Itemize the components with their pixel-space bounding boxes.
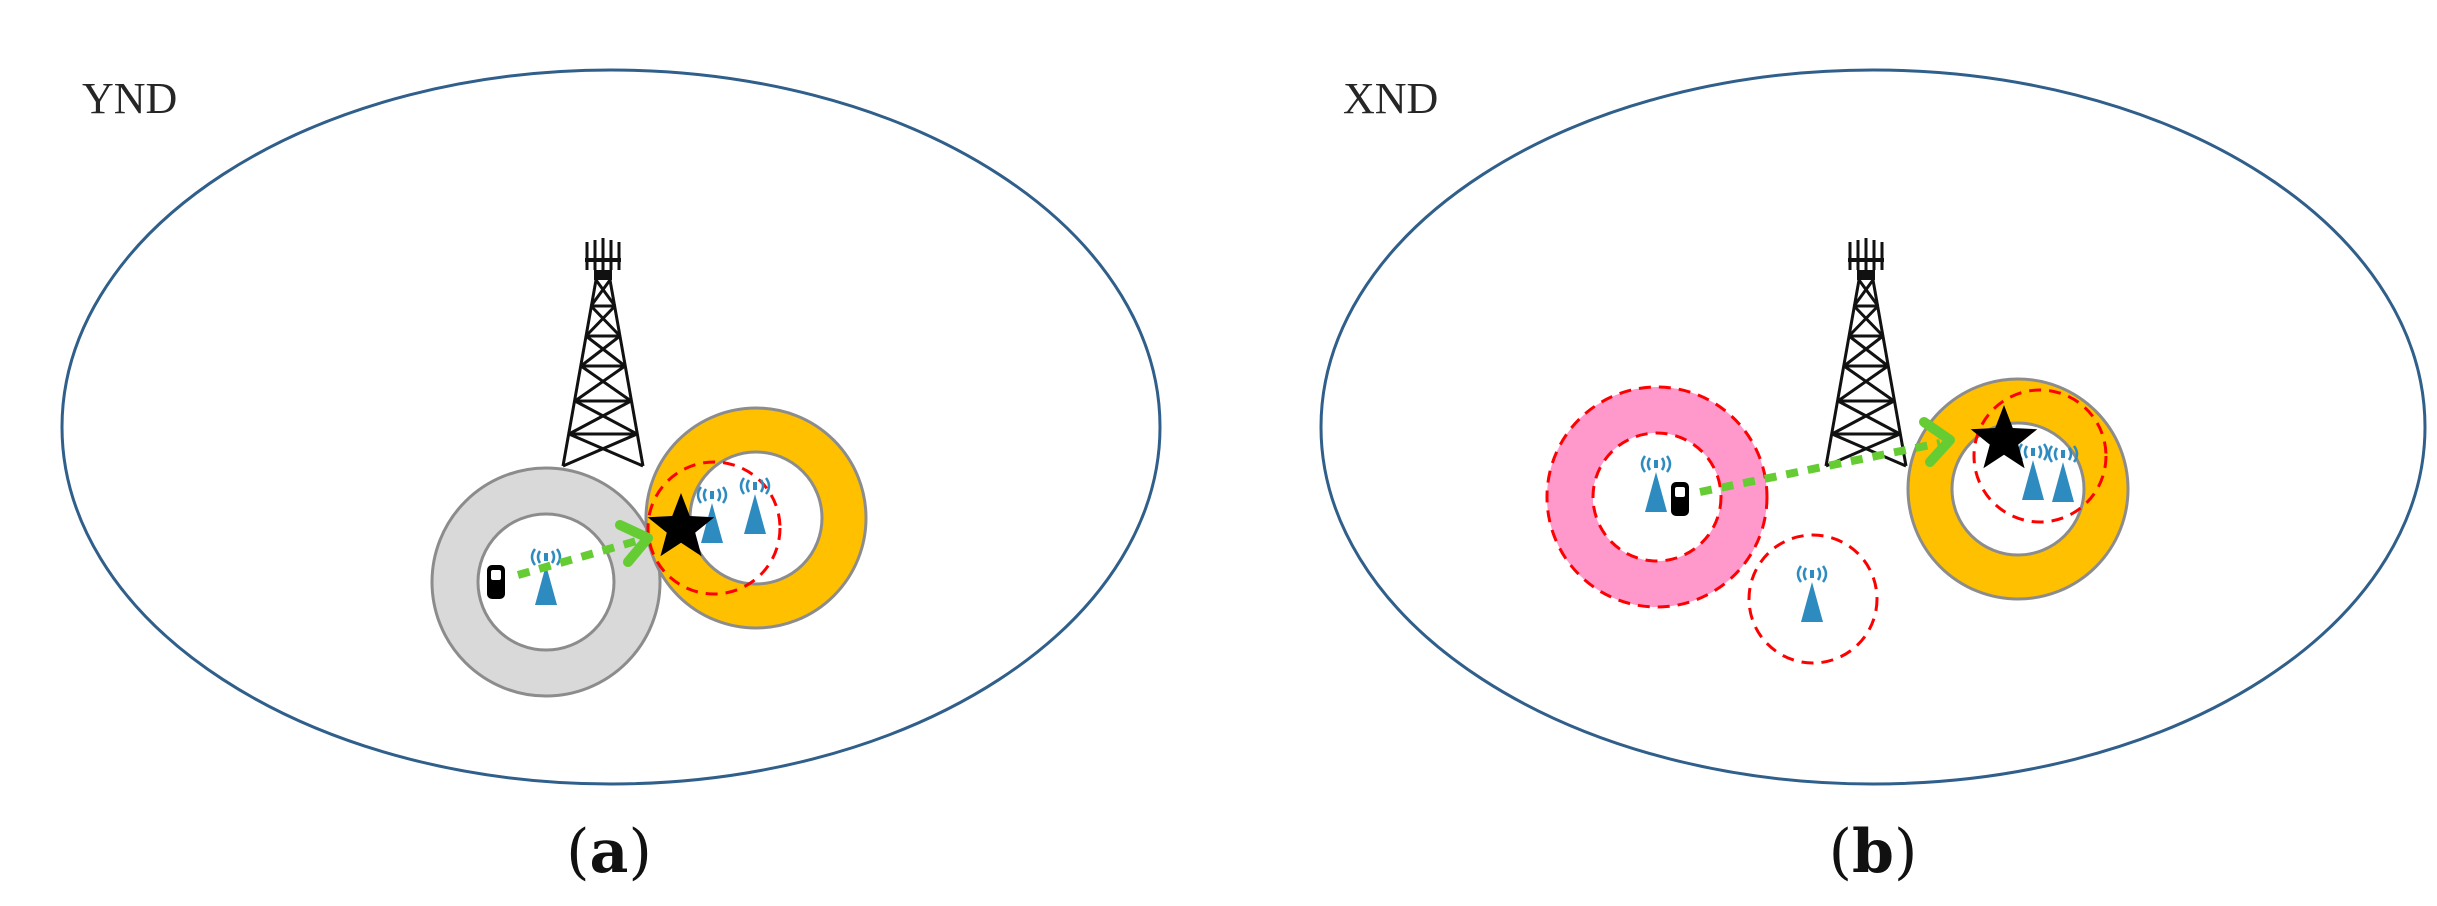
panel-a-caption: (a) [566, 817, 652, 887]
macro-cell-boundary [60, 68, 1162, 786]
mobile-device-icon [1671, 482, 1689, 516]
macro-cell-tower-icon [561, 236, 645, 468]
dashed-coverage-circle [646, 460, 782, 596]
handover-arrow [516, 520, 653, 579]
target-cell-ring [1906, 377, 2130, 601]
dashed-coverage-circle [1747, 533, 1879, 665]
macro-cell-boundary [1319, 68, 2427, 786]
dashed-coverage-circle [1972, 388, 2108, 524]
panel-a-corner-label: YND [82, 74, 177, 123]
panel-b-caption: (b) [1829, 817, 1918, 887]
panel-a: YND (a) [60, 68, 1162, 887]
panel-b-corner-label: XND [1343, 74, 1438, 123]
source-cell-ring [1545, 385, 1769, 609]
small-cell-antenna-icon [1796, 564, 1828, 624]
macro-cell-tower-icon [1824, 236, 1908, 468]
panel-b: XND (b) [1319, 68, 2427, 887]
mobile-device-icon [487, 565, 505, 599]
handover-arrow [1699, 417, 1955, 496]
